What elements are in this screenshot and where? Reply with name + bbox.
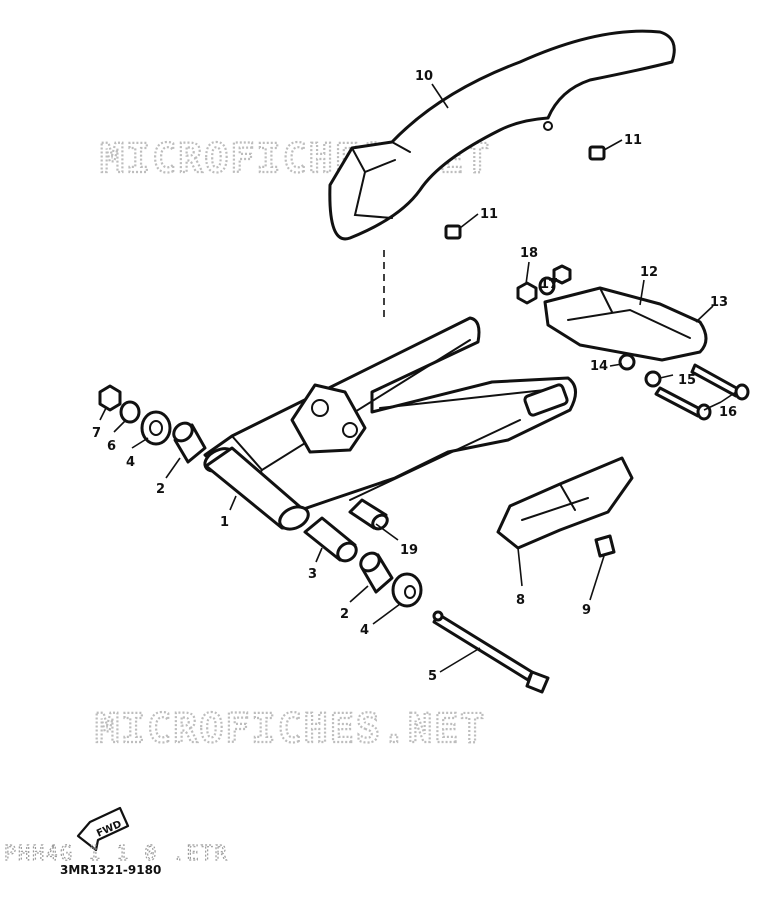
washer-15 [644, 370, 662, 388]
callout-14: 14 [590, 359, 608, 374]
leader-lines [99, 83, 737, 673]
callout-13: 13 [710, 295, 728, 310]
callout-17: 17 [540, 277, 558, 292]
chain-puller-8 [496, 456, 634, 550]
washer-6 [119, 400, 141, 424]
bolt-16-upper [690, 363, 750, 401]
callout-15: 15 [678, 373, 696, 388]
bearing-4-left [140, 410, 172, 446]
pivot-shaft-5 [432, 610, 550, 694]
callout-1: 1 [220, 515, 229, 530]
nut-7 [98, 384, 122, 412]
callout-8: 8 [516, 593, 525, 608]
callout-2-right: 2 [340, 607, 349, 622]
faint-code: PHH4G 1 1 0 .ETR [4, 841, 229, 865]
callout-5: 5 [428, 669, 437, 684]
callout-3: 3 [308, 567, 317, 582]
callout-2-left: 2 [156, 482, 165, 497]
callout-16: 16 [719, 405, 737, 420]
diagram-code: 3MR1321-9180 [60, 863, 161, 877]
callout-12: 12 [640, 265, 658, 280]
bushing-2-left [172, 421, 207, 464]
callout-9: 9 [582, 603, 591, 618]
bolt-9 [594, 534, 616, 558]
swingarm-part [203, 316, 577, 531]
sleeve-19 [348, 498, 389, 531]
chain-guide-12 [543, 286, 708, 362]
callout-7: 7 [92, 426, 101, 441]
nut-18 [516, 281, 538, 305]
bolt-16-lower [654, 386, 712, 421]
callout-4-right: 4 [360, 623, 369, 638]
callout-19: 19 [400, 543, 418, 558]
callout-4-left: 4 [126, 455, 135, 470]
bolt-11-lower [444, 224, 462, 240]
callout-18: 18 [520, 246, 538, 261]
callout-6: 6 [107, 439, 116, 454]
callout-11-lower: 11 [480, 207, 498, 222]
washer-17 [538, 276, 556, 296]
nut-17b [552, 264, 572, 285]
chain-case-part [328, 29, 676, 241]
bearing-4-right [391, 572, 423, 608]
collar-3 [303, 516, 358, 563]
callout-10: 10 [415, 69, 433, 84]
callout-11-upper: 11 [624, 133, 642, 148]
watermark-bottom: MICROFICHES.NET [95, 706, 486, 752]
bushing-2-right [359, 551, 394, 594]
washer-14 [618, 353, 636, 371]
bolt-11-upper [588, 145, 606, 161]
